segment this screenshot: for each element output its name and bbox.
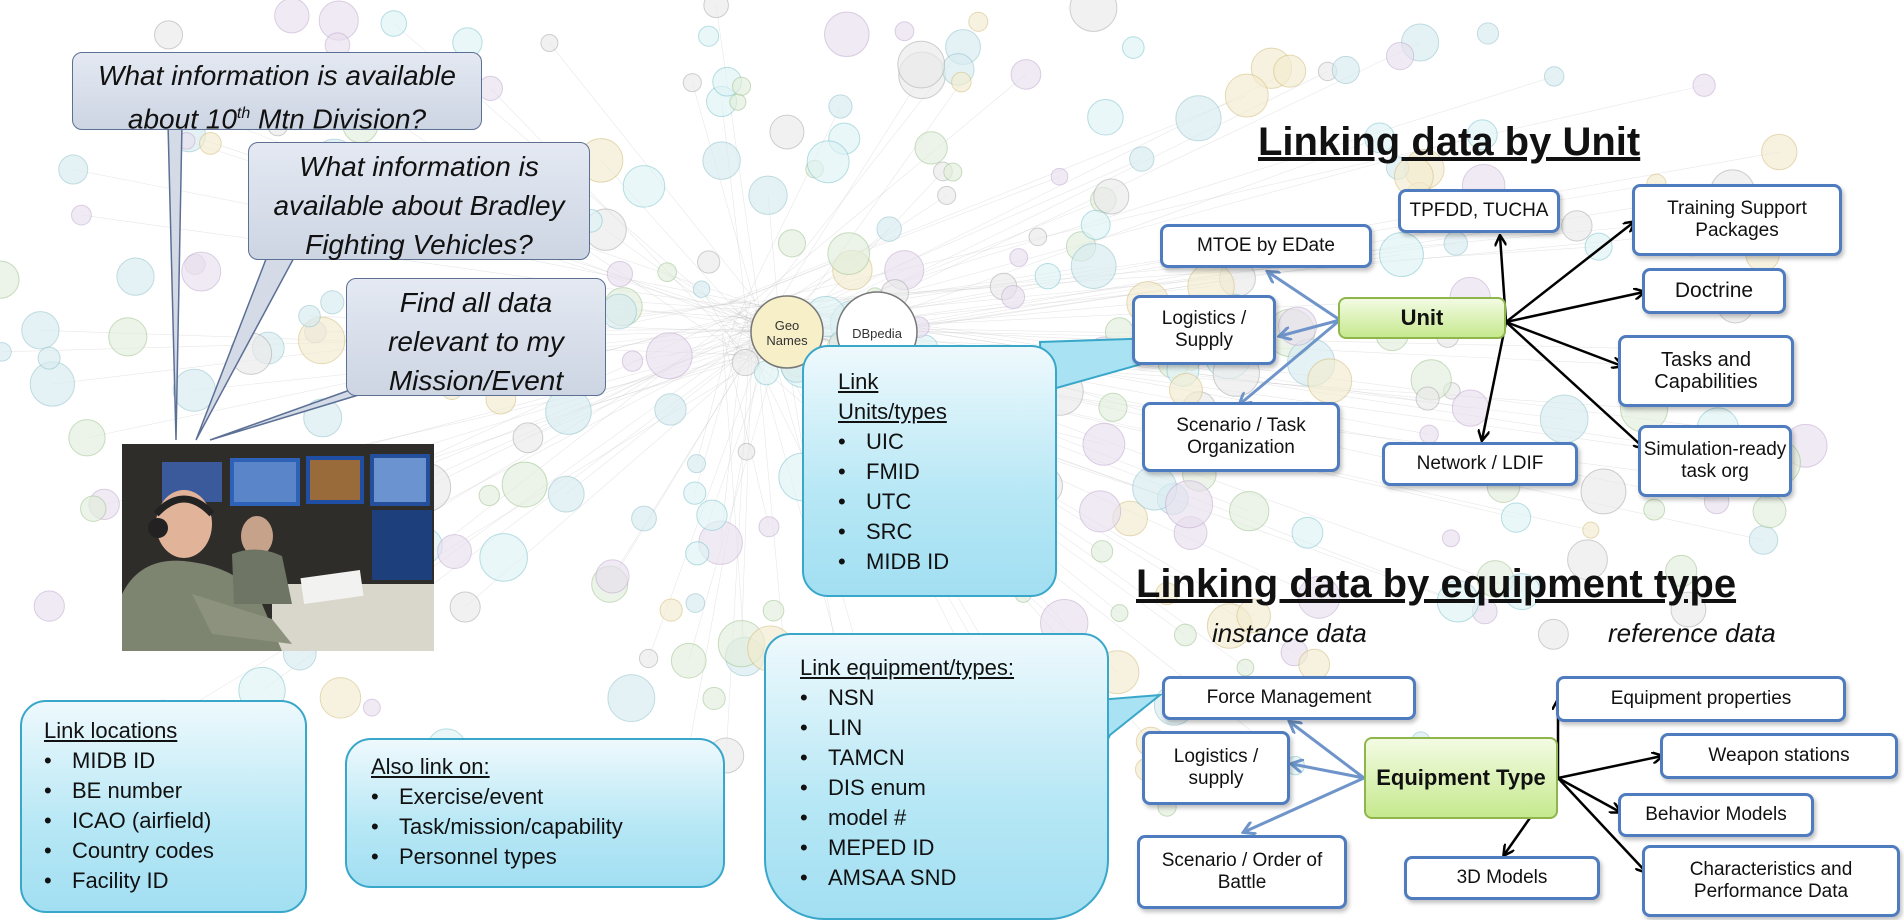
list-item: LIN	[800, 713, 1073, 743]
ordinal-superscript: th	[236, 105, 251, 122]
question-text-line2a: about 10	[127, 103, 237, 135]
force-management-box: Force Management	[1162, 676, 1416, 720]
callout-heading: Also link on:	[371, 754, 490, 779]
callout-heading: Link equipment/types:	[800, 655, 1015, 680]
equipment-type-node: Equipment Type	[1364, 737, 1558, 819]
3d-models-box: 3D Models	[1404, 856, 1600, 900]
operator-workstation-photo	[122, 444, 434, 651]
scenario-order-of-battle-box: Scenario / Order of Battle	[1137, 835, 1347, 909]
list-item: BE number	[44, 776, 283, 806]
logistics-supply-box: Logistics / Supply	[1132, 295, 1276, 365]
list-item: Exercise/event	[371, 782, 699, 812]
list-item: AMSAA SND	[800, 863, 1073, 893]
link-equipment-callout: Link equipment/types: NSN LIN TAMCN DIS …	[764, 633, 1109, 920]
logistics-supply-equip-box: Logistics / supply	[1142, 731, 1290, 805]
list-item: Personnel types	[371, 842, 699, 872]
reference-data-label: reference data	[1608, 618, 1776, 648]
list-item: MEPED ID	[800, 833, 1073, 863]
question-text-line2b: Mtn Division?	[250, 103, 427, 135]
link-locations-callout: Link locations MIDB ID BE number ICAO (a…	[20, 700, 307, 913]
also-link-on-callout: Also link on: Exercise/event Task/missio…	[345, 738, 725, 888]
tasks-capabilities-box: Tasks and Capabilities	[1618, 335, 1794, 407]
behavior-models-box: Behavior Models	[1618, 793, 1814, 837]
instance-data-label: instance data	[1212, 618, 1367, 648]
list-item: TAMCN	[800, 743, 1073, 773]
list-item: Facility ID	[44, 866, 283, 896]
link-units-callout: Link Units/types UIC FMID UTC SRC MIDB I…	[802, 345, 1057, 597]
list-item: UIC	[838, 427, 1021, 457]
list-item: MIDB ID	[838, 547, 1021, 577]
list-item: MIDB ID	[44, 746, 283, 776]
unit-diagram-title: Linking data by Unit	[1258, 120, 1641, 164]
list-item: Country codes	[44, 836, 283, 866]
characteristics-performance-box: Characteristics and Performance Data	[1642, 845, 1900, 917]
list-item: SRC	[838, 517, 1021, 547]
callout-heading-line2: Units/types	[838, 399, 947, 424]
equipment-diagram-title: Linking data by equipment type	[1136, 562, 1737, 606]
simulation-task-org-box: Simulation-ready task org	[1638, 425, 1792, 497]
question-bubble-mtn-division: What information is available about 10th…	[72, 52, 482, 134]
network-ldif-box: Network / LDIF	[1382, 442, 1578, 486]
doctrine-box: Doctrine	[1642, 268, 1786, 314]
list-item: ICAO (airfield)	[44, 806, 283, 836]
list-item: NSN	[800, 683, 1073, 713]
tpfdd-box: TPFDD, TUCHA	[1398, 189, 1560, 233]
callout-heading: Link locations	[44, 718, 178, 743]
question-text: What information is available about Brad…	[273, 151, 565, 260]
equipment-properties-box: Equipment properties	[1556, 676, 1846, 722]
callout-heading-line1: Link	[838, 369, 879, 394]
geonames-node	[750, 295, 824, 369]
unit-node: Unit	[1338, 297, 1506, 339]
list-item: FMID	[838, 457, 1021, 487]
dbpedia-node-label: DBpedia	[852, 326, 903, 341]
list-item: Task/mission/capability	[371, 812, 699, 842]
weapon-stations-box: Weapon stations	[1660, 733, 1898, 779]
list-item: DIS enum	[800, 773, 1073, 803]
training-support-box: Training Support Packages	[1632, 184, 1842, 256]
question-bubble-bradley: What information is available about Brad…	[248, 142, 590, 260]
mtoe-box: MTOE by EDate	[1160, 224, 1372, 268]
question-text-line1: What information is available	[98, 60, 456, 91]
question-text: Find all data relevant to my Mission/Eve…	[388, 287, 564, 396]
scenario-task-org-box: Scenario / Task Organization	[1142, 402, 1340, 472]
list-item: model #	[800, 803, 1073, 833]
list-item: UTC	[838, 487, 1021, 517]
question-bubble-mission: Find all data relevant to my Mission/Eve…	[346, 278, 606, 396]
